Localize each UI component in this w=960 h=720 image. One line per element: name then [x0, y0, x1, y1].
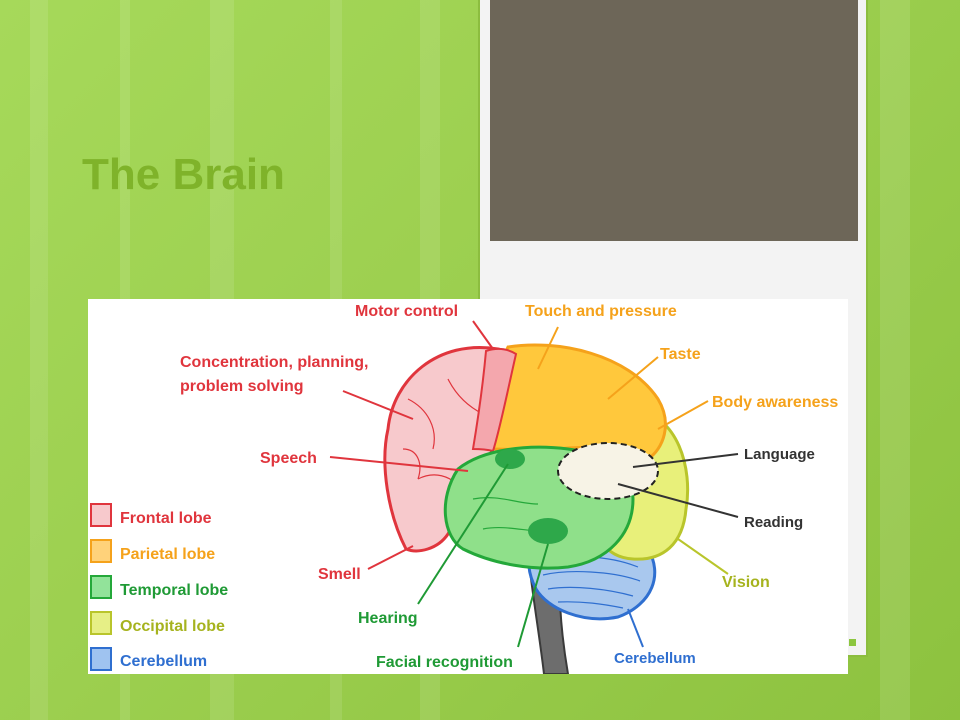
- facial-recognition-area: [528, 518, 568, 544]
- legend: Frontal lobe Parietal lobe Temporal lobe…: [90, 503, 228, 671]
- callout-line: [517, 543, 549, 648]
- hearing-area: [495, 449, 525, 469]
- label-taste: Taste: [660, 346, 701, 363]
- label-vision: Vision: [722, 574, 770, 591]
- callout-line: [617, 483, 739, 518]
- callout-line: [632, 453, 739, 468]
- callout-lines: [329, 320, 739, 648]
- label-smell: Smell: [318, 566, 361, 583]
- label-facial-recognition: Facial recognition: [376, 654, 513, 671]
- brain-diagram[interactable]: Motor control Touch and pressure Taste B…: [88, 299, 848, 674]
- frontal-lobe-folds: [402, 378, 484, 490]
- callout-line: [677, 538, 729, 575]
- label-touch-pressure: Touch and pressure: [525, 303, 677, 320]
- label-language: Language: [744, 446, 815, 463]
- brain-diagram-svg: Motor control Touch and pressure Taste B…: [90, 303, 838, 674]
- callout-line: [627, 608, 644, 648]
- callout-line: [417, 463, 509, 605]
- callout-line: [472, 320, 494, 350]
- legend-label-temporal: Temporal lobe: [120, 582, 228, 599]
- callout-line: [657, 400, 709, 430]
- legend-swatch-temporal: [90, 575, 112, 599]
- accent-square: [849, 639, 856, 646]
- legend-label-frontal: Frontal lobe: [120, 510, 212, 527]
- label-concentration-line1: Concentration, planning,: [180, 354, 368, 371]
- language-reading-area: [557, 442, 659, 500]
- background-stripe: [30, 0, 48, 720]
- legend-swatch-parietal: [90, 539, 112, 563]
- callout-line: [607, 356, 659, 400]
- legend-swatch-occipital: [90, 611, 112, 635]
- motor-cortex-region: [471, 347, 518, 453]
- legend-swatch-cerebellum: [90, 647, 112, 671]
- label-motor-control: Motor control: [355, 303, 458, 320]
- callout-line: [329, 456, 469, 472]
- callout-line: [367, 545, 414, 570]
- label-hearing: Hearing: [358, 610, 418, 627]
- callout-line: [537, 326, 559, 370]
- picture-placeholder[interactable]: [490, 0, 858, 241]
- legend-label-cerebellum: Cerebellum: [120, 653, 207, 670]
- parietal-lobe-region: [490, 343, 667, 461]
- label-speech: Speech: [260, 450, 317, 467]
- label-body-awareness: Body awareness: [712, 394, 838, 411]
- legend-label-parietal: Parietal lobe: [120, 546, 215, 563]
- label-reading: Reading: [744, 514, 803, 531]
- legend-swatch-frontal: [90, 503, 112, 527]
- slide-title[interactable]: The Brain: [82, 150, 285, 199]
- label-cerebellum: Cerebellum: [614, 650, 696, 667]
- callout-line: [342, 390, 414, 420]
- label-concentration-line2: problem solving: [180, 378, 304, 395]
- background-stripe: [880, 0, 910, 720]
- legend-label-occipital: Occipital lobe: [120, 618, 225, 635]
